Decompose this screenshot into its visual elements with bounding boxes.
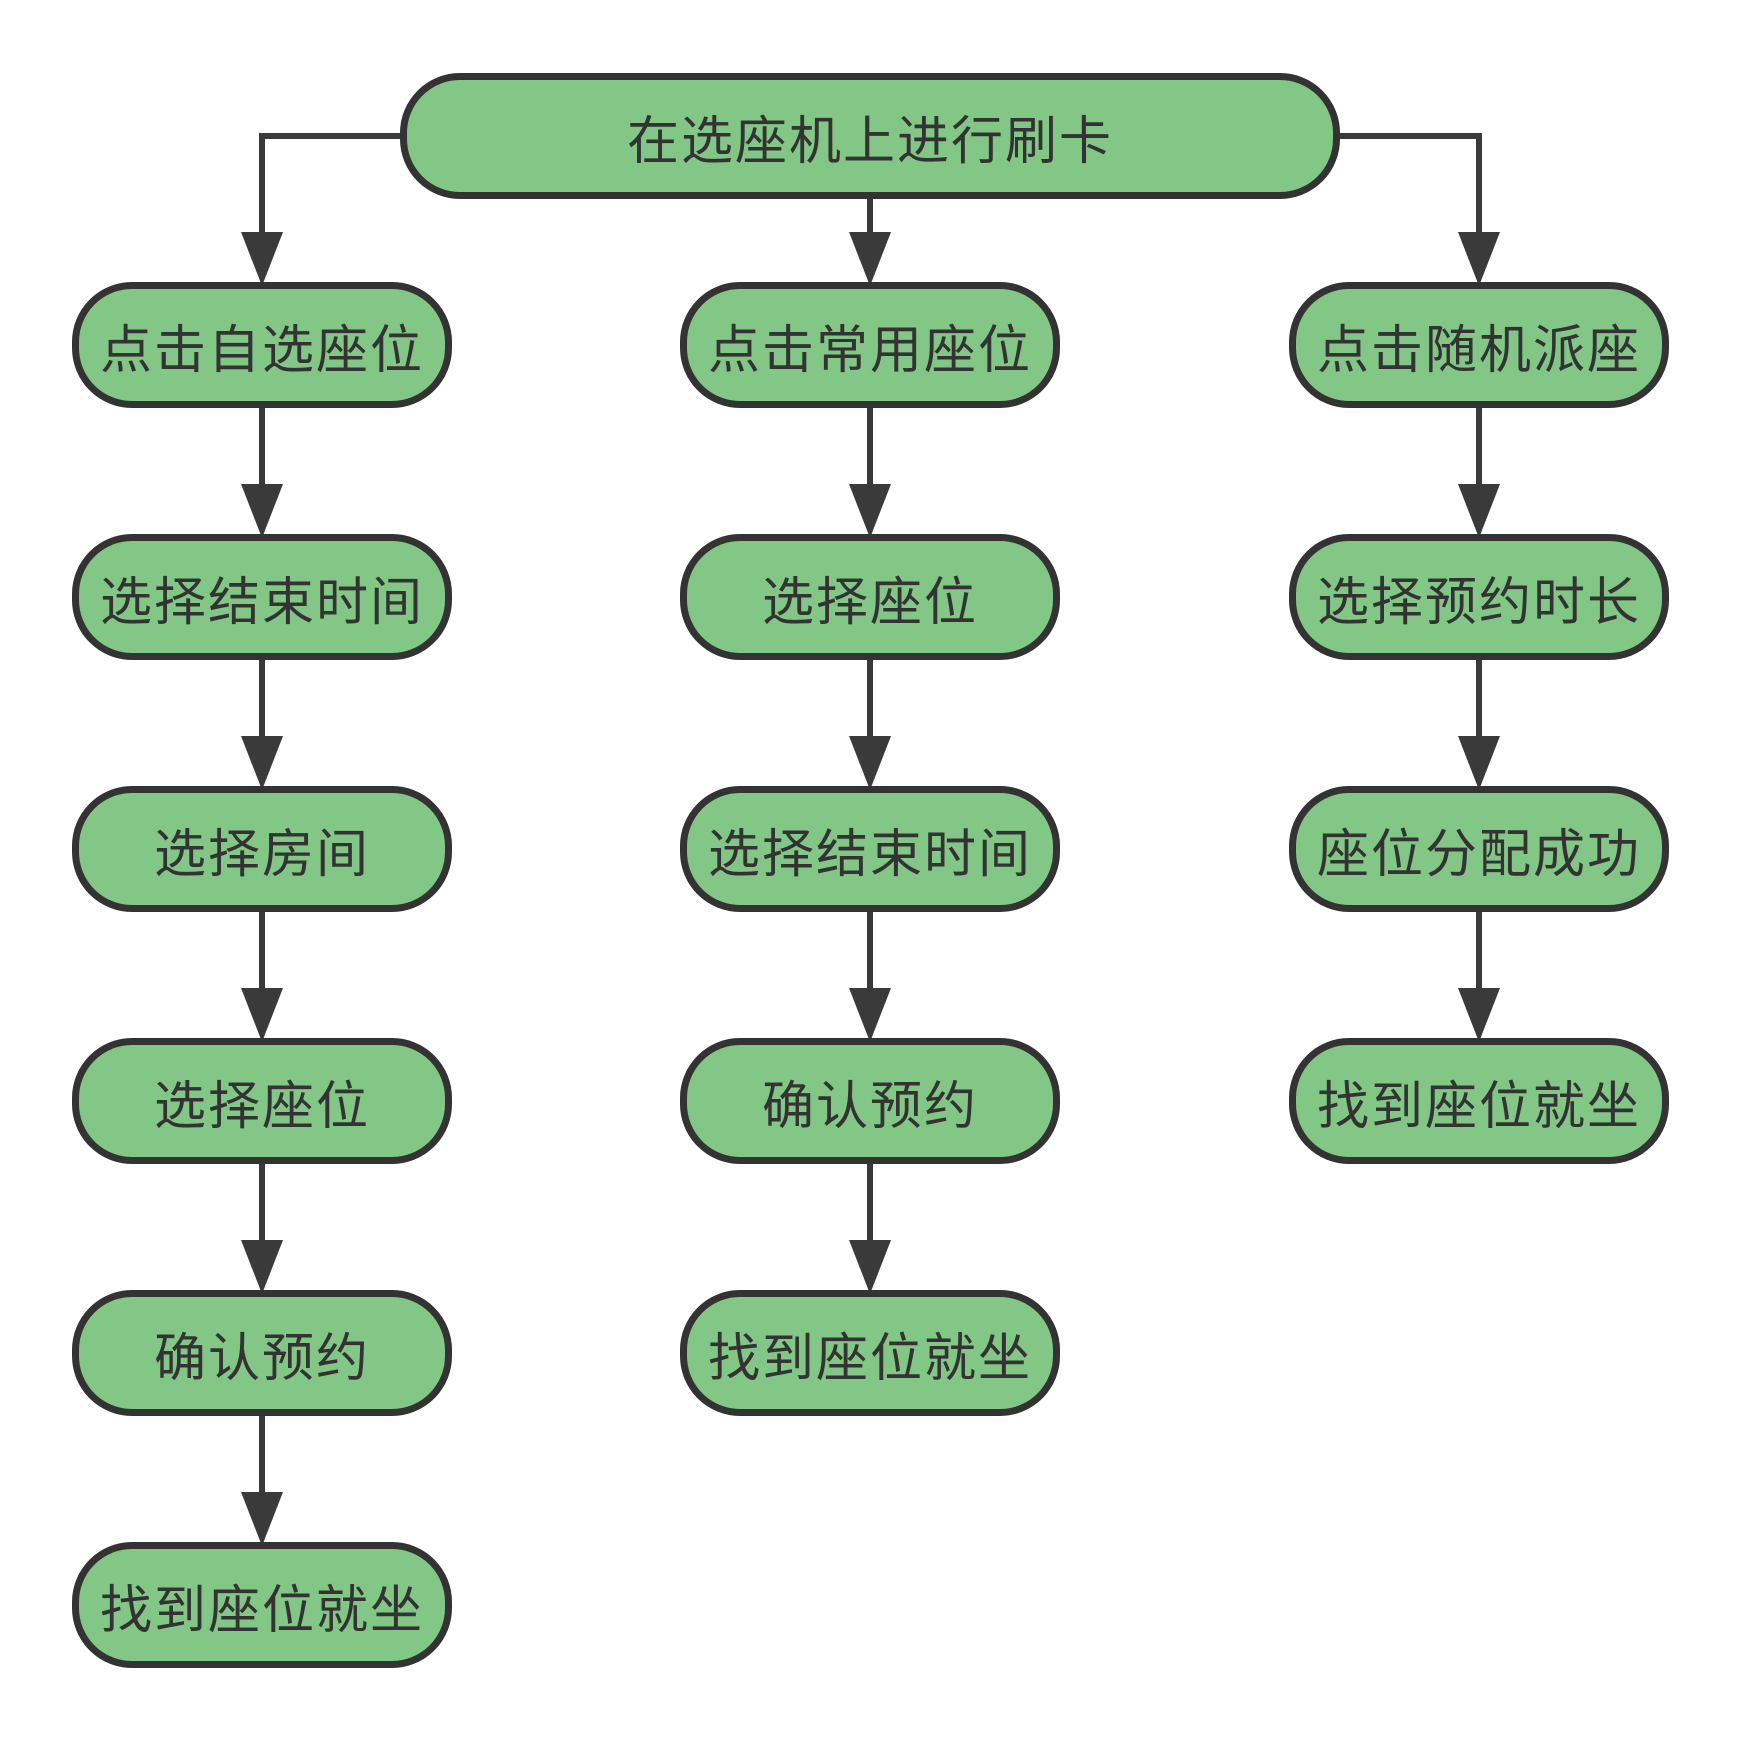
arrowhead-icon [849, 1240, 891, 1294]
node-choose-end-time-b1: 选择结束时间 [72, 534, 452, 660]
node-swipe-card-on-seat-machine: 在选座机上进行刷卡 [400, 73, 1340, 199]
node-find-seat-sit-b3: 找到座位就坐 [1289, 1038, 1669, 1164]
connector-branch2-step4-step5 [849, 1164, 891, 1294]
node-click-frequent-seat: 点击常用座位 [680, 282, 1060, 408]
arrowhead-icon [241, 1492, 283, 1546]
arrowhead-icon [241, 232, 283, 286]
arrowhead-icon [241, 484, 283, 538]
connector-branch1-step1-step2 [241, 408, 283, 538]
arrowhead-icon [241, 988, 283, 1042]
arrowhead-icon [849, 736, 891, 790]
connector-branch2-step2-step3 [849, 660, 891, 790]
node-choose-seat-b1: 选择座位 [72, 1038, 452, 1164]
node-choose-room: 选择房间 [72, 786, 452, 912]
connector-root-to-branch1 [241, 133, 400, 286]
connector-branch3-step3-step4 [1458, 912, 1500, 1042]
node-seat-assigned-success: 座位分配成功 [1289, 786, 1669, 912]
connector-branch2-step3-step4 [849, 912, 891, 1042]
connector-branch1-step3-step4 [241, 912, 283, 1042]
node-click-random-assign: 点击随机派座 [1289, 282, 1669, 408]
arrowhead-icon [241, 736, 283, 790]
connector-branch1-step5-step6 [241, 1416, 283, 1546]
connector-root-to-branch2 [849, 199, 891, 286]
node-click-self-select-seat: 点击自选座位 [72, 282, 452, 408]
node-choose-seat-b2: 选择座位 [680, 534, 1060, 660]
connector-root-to-branch3 [1340, 133, 1500, 286]
node-choose-reservation-duration: 选择预约时长 [1289, 534, 1669, 660]
connector-branch3-step1-step2 [1458, 408, 1500, 538]
connector-branch1-step4-step5 [241, 1164, 283, 1294]
arrowhead-icon [1458, 484, 1500, 538]
connector-branch2-step1-step2 [849, 408, 891, 538]
connector-branch3-step2-step3 [1458, 660, 1500, 790]
arrowhead-icon [849, 484, 891, 538]
node-confirm-reservation-b2: 确认预约 [680, 1038, 1060, 1164]
arrowhead-icon [849, 232, 891, 286]
arrowhead-icon [1458, 988, 1500, 1042]
connector-line [1340, 133, 1482, 234]
arrowhead-icon [849, 988, 891, 1042]
arrowhead-icon [241, 1240, 283, 1294]
node-find-seat-sit-b2: 找到座位就坐 [680, 1290, 1060, 1416]
connector-branch1-step2-step3 [241, 660, 283, 790]
node-choose-end-time-b2: 选择结束时间 [680, 786, 1060, 912]
connector-line [259, 133, 400, 234]
arrowhead-icon [1458, 232, 1500, 286]
node-confirm-reservation-b1: 确认预约 [72, 1290, 452, 1416]
arrowhead-icon [1458, 736, 1500, 790]
node-find-seat-sit-b1: 找到座位就坐 [72, 1542, 452, 1668]
